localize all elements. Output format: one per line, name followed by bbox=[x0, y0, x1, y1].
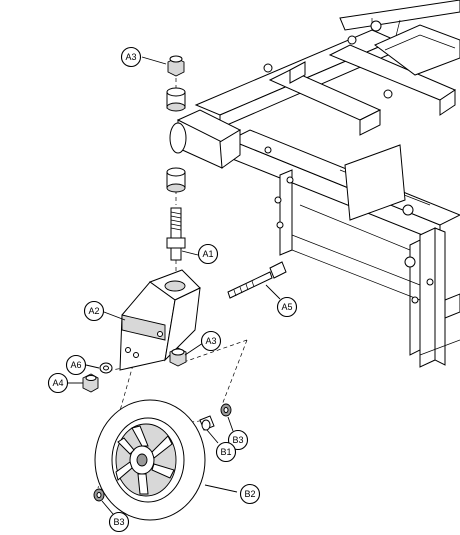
callout-label: A2 bbox=[88, 306, 99, 316]
callout-label: B3 bbox=[113, 517, 124, 527]
callout-label: B2 bbox=[244, 489, 255, 499]
callout-a1: A1 bbox=[197, 243, 219, 265]
bearing-bottom bbox=[93, 488, 105, 502]
callout-label: A5 bbox=[281, 302, 292, 312]
caster-fork bbox=[119, 269, 201, 371]
callout-label: B3 bbox=[232, 435, 243, 445]
callout-b3-bottom: B3 bbox=[108, 511, 130, 533]
caster-stem-bolt bbox=[166, 207, 186, 261]
callout-label: A4 bbox=[52, 378, 63, 388]
callout-a3-top: A3 bbox=[120, 46, 142, 68]
callout-a5: A5 bbox=[276, 296, 298, 318]
axle-bolt bbox=[227, 261, 287, 299]
spacer bbox=[199, 415, 215, 431]
callout-label: A6 bbox=[70, 360, 81, 370]
washer bbox=[99, 362, 113, 374]
bearing-right bbox=[220, 403, 232, 417]
callout-label: A3 bbox=[205, 336, 216, 346]
callout-b3-right: B3 bbox=[227, 429, 249, 451]
callout-label: A1 bbox=[202, 249, 213, 259]
nut-a4 bbox=[82, 373, 99, 393]
bushing-top bbox=[166, 87, 186, 112]
callout-a3-mid: A3 bbox=[200, 330, 222, 352]
bushing-lower bbox=[166, 167, 186, 193]
callout-b1: B1 bbox=[215, 441, 237, 463]
callout-b2: B2 bbox=[239, 483, 261, 505]
callout-a4: A4 bbox=[47, 372, 69, 394]
lock-nut-mid bbox=[169, 347, 187, 367]
callout-a2: A2 bbox=[83, 300, 105, 322]
leader-lines bbox=[68, 56, 281, 515]
chassis-frame bbox=[169, 0, 460, 368]
callout-label: A3 bbox=[125, 52, 136, 62]
lock-nut-top bbox=[167, 55, 185, 77]
caster-wheel bbox=[94, 399, 206, 521]
callout-label: B1 bbox=[220, 447, 231, 457]
callout-a6: A6 bbox=[65, 354, 87, 376]
